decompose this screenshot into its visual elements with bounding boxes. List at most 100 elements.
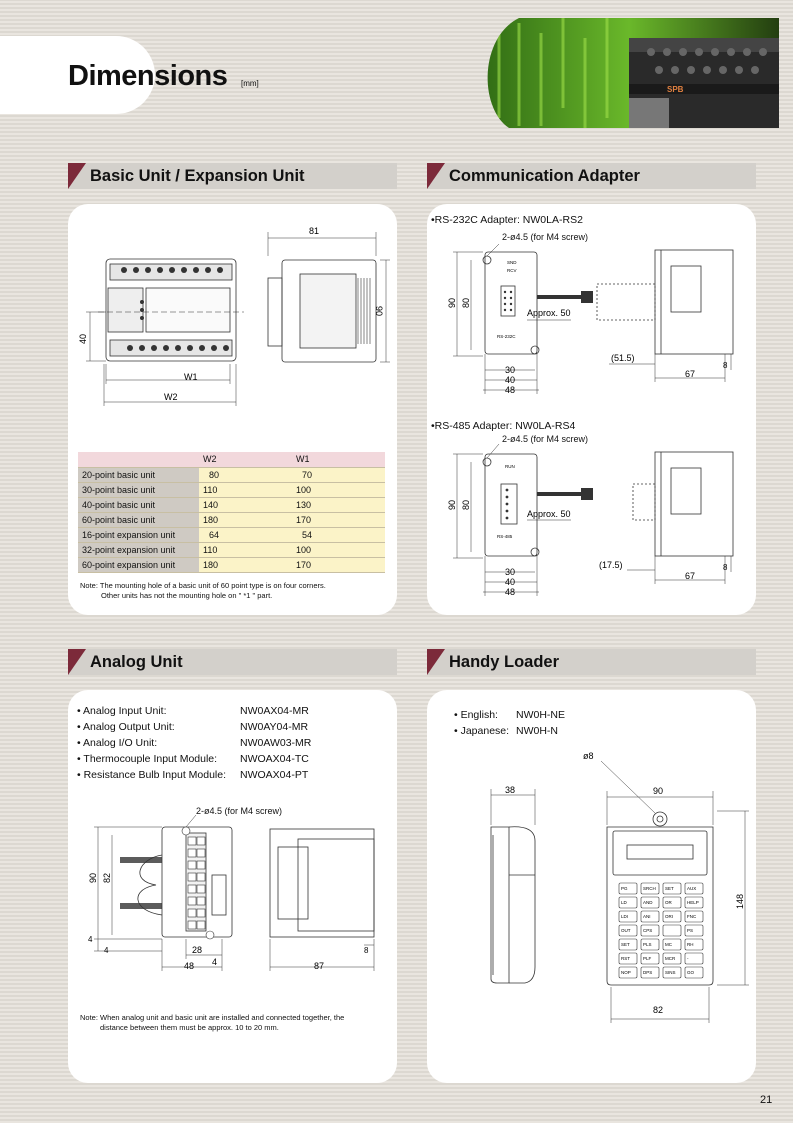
keypad-key-label: PLF <box>643 956 652 961</box>
row-w2: 180 <box>199 512 292 528</box>
analog-f4b: 4 <box>104 946 109 955</box>
rs485-approx: Approx. 50 <box>527 509 571 519</box>
rs485-led: RUN <box>505 464 515 469</box>
keypad-key <box>618 910 638 923</box>
analog-item-model: NW0AX04-MR <box>240 705 309 717</box>
keypad-key <box>684 896 704 909</box>
rs485-w40: 40 <box>505 577 515 587</box>
rs485-w48: 48 <box>505 587 515 597</box>
rs232-port-label: RS-232C <box>497 334 516 339</box>
analog-h82: 82 <box>102 873 112 883</box>
keypad-key-label: ANI <box>643 914 651 919</box>
analog-hole: 2-ø4.5 (for M4 screw) <box>196 806 283 816</box>
table-corner <box>78 452 199 468</box>
handy-loader-header-text: Handy Loader <box>449 653 560 671</box>
rs485-d17: (17.5) <box>599 560 623 570</box>
row-name: 20-point basic unit <box>78 467 199 483</box>
keypad-key-label: ORI <box>665 914 673 919</box>
row-w1: 100 <box>292 542 385 558</box>
row-name: 60-point expansion unit <box>78 557 199 573</box>
product-photo: SPB <box>487 18 780 128</box>
handy-japanese-model: NW0H-N <box>516 725 558 737</box>
row-w1: 130 <box>292 497 385 513</box>
row-name: 60-point basic unit <box>78 512 199 528</box>
page-number: 21 <box>760 1094 773 1106</box>
keypad-key <box>640 882 660 895</box>
keypad-key-label: LD <box>621 900 628 905</box>
rs232-h90: 90 <box>447 298 457 308</box>
keypad-key-label: AND <box>643 900 653 905</box>
keypad-key <box>662 896 682 909</box>
keypad-key-label: LDI <box>621 914 628 919</box>
analog-item-model: NWOAX04-PT <box>240 769 309 781</box>
row-w2: 110 <box>199 542 292 558</box>
handy-english-label: • English: <box>454 709 498 721</box>
keypad-key <box>640 910 660 923</box>
keypad-key-label: FNC <box>687 914 697 919</box>
brand-label: SPB <box>667 85 684 94</box>
keypad-key-label: MC <box>665 942 673 947</box>
keypad-key <box>684 882 704 895</box>
comm-adapter-header-text: Communication Adapter <box>449 167 640 185</box>
row-w1: 170 <box>292 512 385 528</box>
keypad-key-label: AUX <box>687 886 696 891</box>
row-w1: 54 <box>292 527 385 543</box>
keypad-key <box>684 910 704 923</box>
keypad-key <box>662 910 682 923</box>
handy-w82: 82 <box>653 1005 663 1015</box>
header-marker <box>68 163 86 189</box>
title-background <box>0 36 155 114</box>
analog-h90: 90 <box>88 873 98 883</box>
keypad-key <box>662 938 682 951</box>
rs232-w30: 30 <box>505 365 515 375</box>
analog-w8: 8 <box>364 946 369 955</box>
rs232-w40: 40 <box>505 375 515 385</box>
keypad-key <box>640 938 660 951</box>
basic-unit-header-text: Basic Unit / Expansion Unit <box>90 167 305 185</box>
dim-90: 90 <box>374 306 384 316</box>
keypad-key <box>684 924 704 937</box>
keypad-key-label: DPS <box>643 970 652 975</box>
keypad-key <box>684 966 704 979</box>
keypad-key <box>618 882 638 895</box>
rs485-drawing: RUN RS-485 Approx. 50 90 80 30 40 48 (17… <box>447 443 734 597</box>
rs485-w30: 30 <box>505 567 515 577</box>
rs232-w48: 48 <box>505 385 515 395</box>
keypad-key-label: GO <box>687 970 695 975</box>
keypad-key-label: SINS <box>665 970 676 975</box>
analog-item-model: NW0AW03-MR <box>240 737 312 749</box>
keypad-key-label: OUT <box>621 928 631 933</box>
header-marker <box>68 649 86 675</box>
keypad-key-label: MCR <box>665 956 676 961</box>
rs485-hole: 2-ø4.5 (for M4 screw) <box>502 434 589 444</box>
keypad-key <box>618 952 638 965</box>
rs232-title: •RS-232C Adapter: NW0LA-RS2 <box>431 214 583 226</box>
table-header-row: W2 W1 <box>78 452 385 468</box>
keypad-key <box>662 924 682 937</box>
keypad-key-label: RH <box>687 942 694 947</box>
keypad-key-label: PS <box>687 928 693 933</box>
keypad-key <box>640 924 660 937</box>
analog-w87: 87 <box>314 961 324 971</box>
analog-item-model: NWOAX04-TC <box>240 753 309 765</box>
basic-unit-header: Basic Unit / Expansion Unit <box>68 163 397 189</box>
keypad-key <box>662 966 682 979</box>
keypad-key <box>618 896 638 909</box>
rs232-led2: RCV <box>507 268 517 273</box>
dim-w2: W2 <box>164 392 178 402</box>
rs485-d8: 8 <box>723 563 728 572</box>
keypad-key-label: RST <box>621 956 630 961</box>
analog-item-name: • Resistance Bulb Input Module: <box>77 769 227 781</box>
keypad-key-label: SRCH <box>643 886 656 891</box>
keypad-key-label: OR <box>665 900 673 905</box>
rs485-h90: 90 <box>447 500 457 510</box>
keypad-key <box>640 966 660 979</box>
dim-81: 81 <box>309 226 319 236</box>
analog-note-line2: distance between them must be approx. 10… <box>100 1023 279 1032</box>
rs232-led1: SND <box>507 260 517 265</box>
row-w2: 80 <box>199 467 292 483</box>
